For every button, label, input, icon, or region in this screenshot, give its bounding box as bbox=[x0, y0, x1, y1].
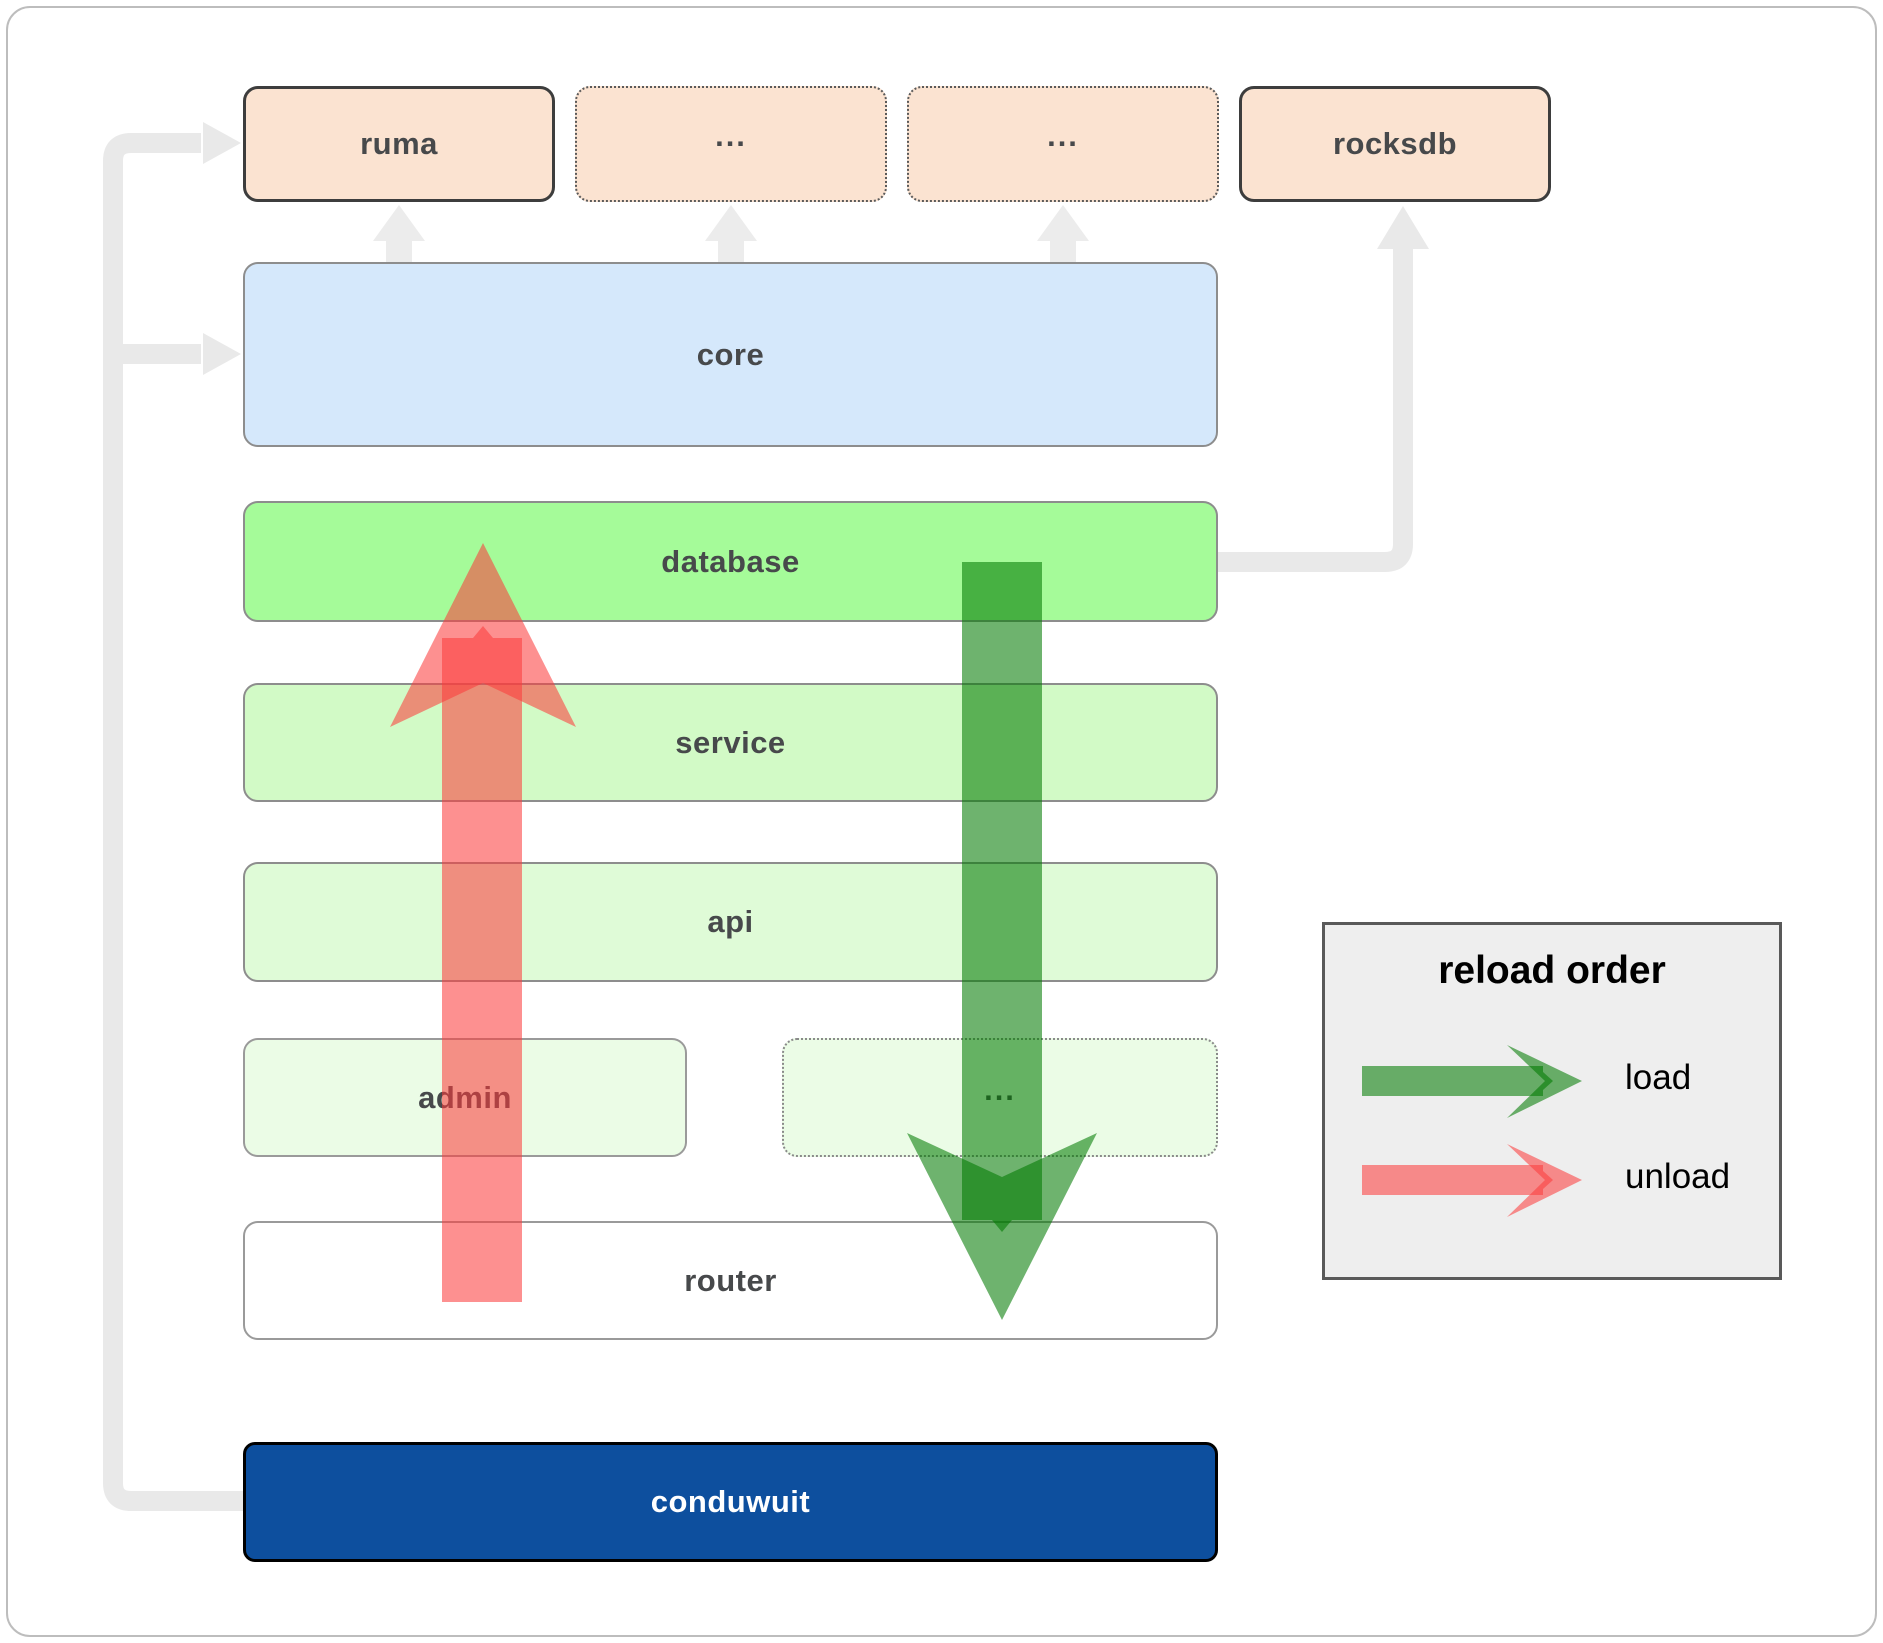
load-arrow bbox=[907, 562, 1097, 1320]
box-label: rocksdb bbox=[1332, 126, 1458, 161]
unload-arrow bbox=[390, 543, 576, 1302]
legend-title: reload order bbox=[1438, 949, 1666, 992]
box-label: core bbox=[696, 336, 765, 372]
legend-unload-label: unload bbox=[1625, 1157, 1731, 1196]
legend-load-arrow-shaft bbox=[1362, 1066, 1553, 1096]
box-label: router bbox=[684, 1262, 777, 1298]
box-label: ... bbox=[1047, 118, 1079, 154]
legend-unload-arrow bbox=[1362, 1144, 1582, 1217]
unload-arrow-shaft bbox=[442, 626, 522, 1302]
box-label: ... bbox=[715, 118, 747, 154]
connector-database-to-rocksdb bbox=[1218, 247, 1413, 572]
legend-unload-arrow-shaft bbox=[1362, 1165, 1553, 1195]
load-arrow-shaft bbox=[962, 562, 1042, 1232]
legend-unload-arrow-head bbox=[1507, 1144, 1582, 1217]
box-label: conduwuit bbox=[650, 1484, 811, 1519]
unload-arrow-head bbox=[390, 543, 576, 727]
connector-conduwuit-left bbox=[103, 133, 243, 1511]
box-core: core bbox=[243, 262, 1218, 447]
box-ruma: ruma bbox=[243, 86, 555, 202]
box-database: database bbox=[243, 501, 1218, 622]
legend-load-arrow bbox=[1362, 1045, 1582, 1118]
connector-arrow-into-ruma bbox=[203, 122, 241, 164]
box-api: api bbox=[243, 862, 1218, 982]
box-conduwuit: conduwuit bbox=[243, 1442, 1218, 1562]
box-label: ruma bbox=[360, 126, 438, 161]
load-arrow-head bbox=[907, 1133, 1097, 1320]
box-label: api bbox=[707, 904, 754, 939]
arrow-core-to-ellipsis-1 bbox=[705, 205, 757, 262]
legend-load-label: load bbox=[1625, 1058, 1692, 1097]
box-ellipsis-2: ... bbox=[907, 86, 1219, 202]
arrow-core-to-ruma bbox=[373, 205, 425, 262]
legend-load-arrow-head bbox=[1507, 1045, 1582, 1118]
connector-arrow-into-rocksdb bbox=[1377, 206, 1429, 249]
arrow-core-to-ellipsis-2 bbox=[1037, 205, 1089, 262]
box-label: database bbox=[661, 543, 800, 579]
box-rocksdb: rocksdb bbox=[1239, 86, 1551, 202]
box-ellipsis-1: ... bbox=[575, 86, 887, 202]
box-router: router bbox=[243, 1221, 1218, 1340]
connector-arrow-into-core bbox=[203, 333, 241, 375]
box-label: service bbox=[675, 724, 786, 760]
legend: reload order bbox=[1322, 922, 1782, 1280]
